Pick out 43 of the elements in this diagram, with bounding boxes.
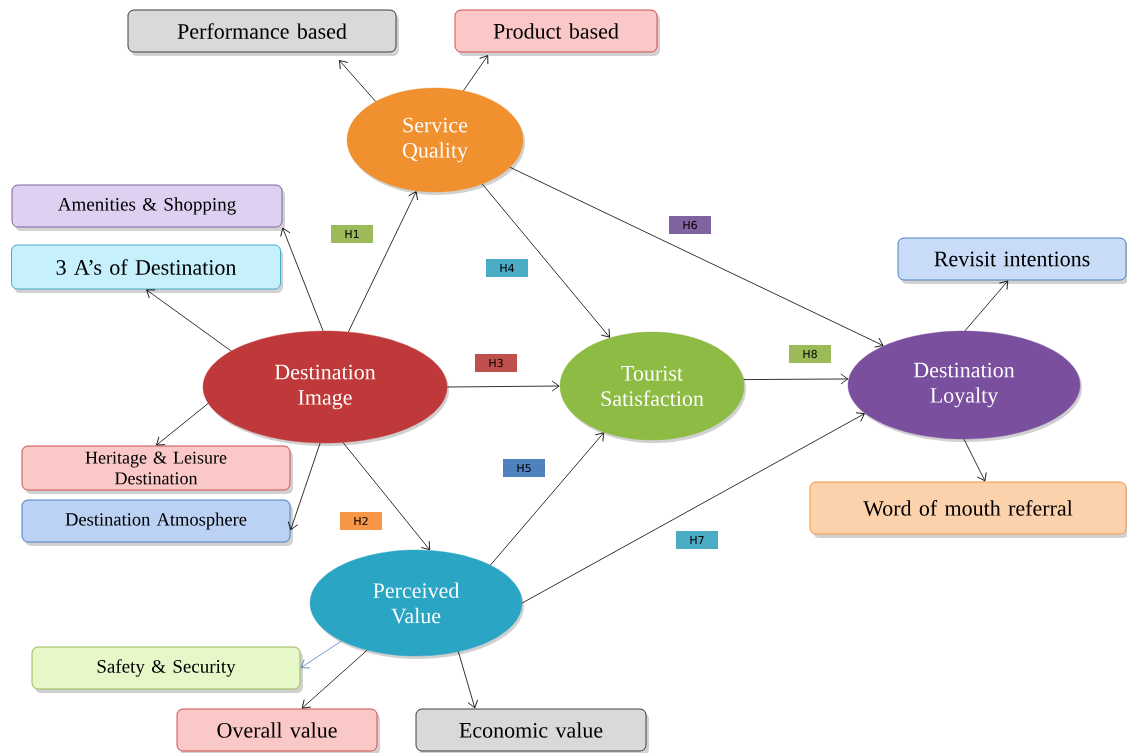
arrow — [301, 649, 368, 709]
oval-node: Destination Loyalty — [847, 330, 1081, 440]
edge-label: H1 — [329, 223, 375, 245]
arrow — [521, 412, 865, 604]
arrow — [963, 438, 987, 482]
edge-label: H7 — [674, 529, 720, 551]
arrow — [146, 289, 232, 352]
rounded-box: Word of mouth referral — [809, 481, 1127, 535]
arrow — [287, 442, 321, 531]
arrow — [280, 227, 324, 332]
rounded-box: Heritage & Leisure Destination — [21, 445, 291, 491]
arrow — [342, 442, 431, 551]
edge-label: H8 — [787, 343, 833, 365]
edge-label: H3 — [473, 352, 519, 374]
rounded-box: Overall value — [176, 708, 378, 752]
rounded-box: Destination Atmosphere — [21, 499, 291, 543]
arrow — [348, 191, 418, 333]
arrow — [509, 166, 884, 348]
rounded-box: Performance based — [127, 9, 397, 53]
rounded-box: 3 A’s of Destination — [11, 244, 281, 290]
arrow — [743, 373, 849, 385]
arrow — [490, 432, 604, 566]
edge-label: H2 — [338, 510, 384, 532]
rounded-box: Safety & Security — [31, 646, 301, 690]
arrow — [481, 183, 610, 338]
arrow — [446, 380, 560, 392]
oval-node: Tourist Satisfaction — [559, 331, 745, 441]
arrow — [339, 60, 376, 102]
rounded-box: Product based — [454, 9, 658, 53]
oval-node: Destination Image — [202, 330, 448, 444]
rounded-box: Amenities & Shopping — [11, 184, 283, 228]
rounded-box: Revisit intentions — [897, 237, 1127, 281]
oval-node: Perceived Value — [309, 549, 523, 657]
arrow — [300, 640, 342, 669]
arrow — [458, 651, 478, 709]
edge-label: H6 — [667, 214, 713, 236]
arrow — [463, 55, 489, 91]
rounded-box: Economic value — [415, 708, 647, 752]
arrow — [964, 280, 1009, 332]
arrow — [156, 403, 209, 446]
oval-node: Service Quality — [346, 87, 524, 193]
edge-label: H4 — [484, 257, 530, 279]
edge-label: H5 — [501, 457, 547, 479]
